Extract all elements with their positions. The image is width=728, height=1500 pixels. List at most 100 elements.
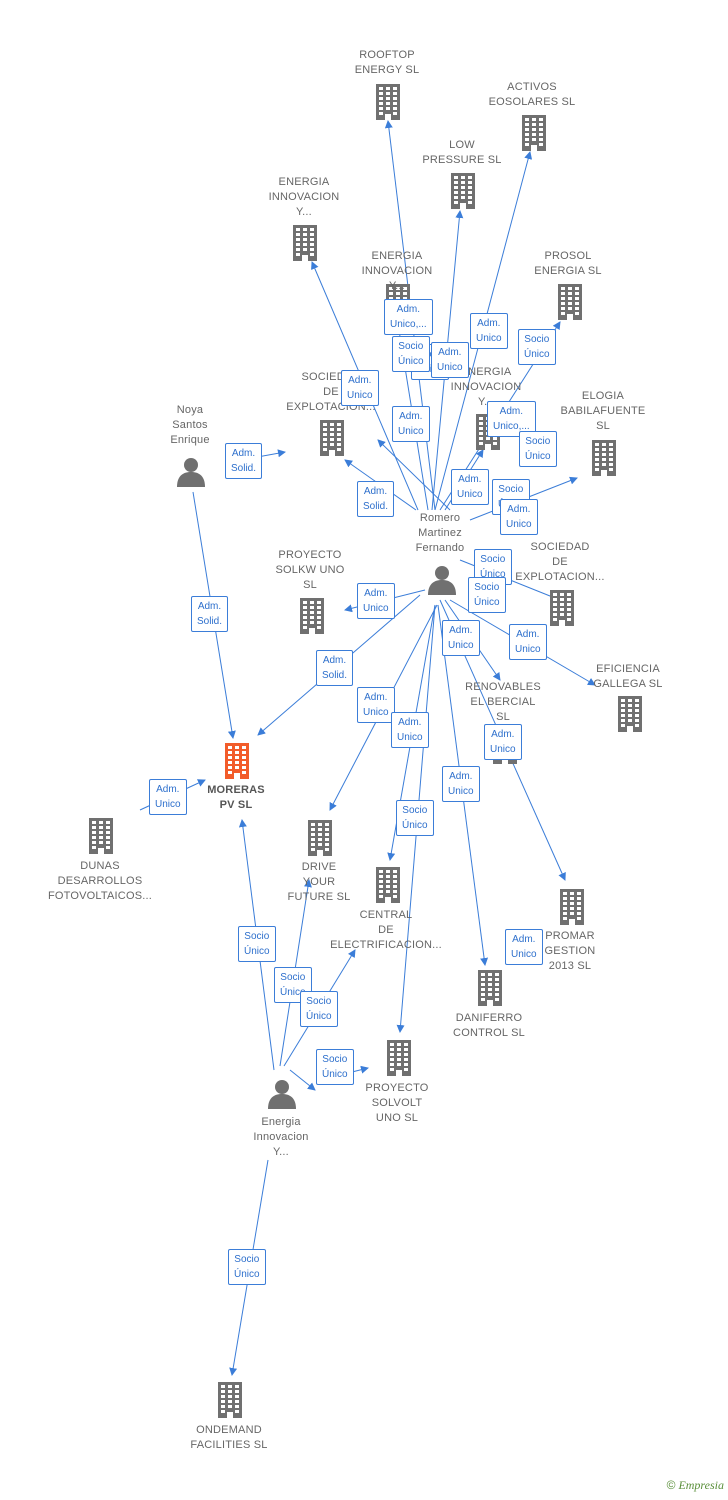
role-badge[interactable]: Adm.Unico	[391, 712, 429, 748]
person-icon[interactable]	[267, 1079, 297, 1109]
role-badge[interactable]: Adm.Solid.	[225, 443, 263, 479]
building-icon[interactable]	[589, 440, 619, 476]
role-badge[interactable]: Adm.Unico	[392, 406, 430, 442]
building-icon[interactable]	[384, 1040, 414, 1076]
role-badge[interactable]: Adm.Unico	[500, 499, 538, 535]
building-icon[interactable]	[305, 820, 335, 856]
role-badge-line: Unico	[506, 519, 532, 530]
role-badge-line: Único	[417, 364, 443, 375]
role-badge[interactable]: Adm.Unico	[442, 766, 480, 802]
role-badge-line: Socio	[474, 582, 500, 593]
role-badge[interactable]: Adm.Unico	[505, 929, 543, 965]
building-icon[interactable]	[615, 696, 645, 732]
company-label-line: ENERGIA	[460, 366, 512, 378]
role-badge[interactable]: Adm.Unico	[442, 620, 480, 656]
role-badge-line: Adm.	[197, 601, 222, 612]
building-icon[interactable]	[297, 598, 327, 634]
role-badge-line: Adm.	[364, 588, 388, 599]
role-badge[interactable]: Adm.Unico	[341, 370, 379, 406]
person-icon[interactable]	[176, 457, 206, 487]
role-badge[interactable]: Adm.Solid.	[191, 596, 229, 632]
building-icon[interactable]	[290, 225, 320, 261]
building-icon[interactable]	[86, 818, 116, 854]
role-badge-line: Socio	[524, 334, 550, 345]
person-icon[interactable]	[427, 565, 457, 595]
building-icon[interactable]	[373, 84, 403, 120]
role-badge[interactable]: Adm.Unico	[470, 313, 508, 349]
role-badge[interactable]: Adm.Solid.	[316, 650, 354, 686]
role-badge[interactable]: Adm.Solid.	[357, 481, 395, 517]
role-badge-line: Unico	[398, 426, 424, 437]
building-icon[interactable]	[475, 970, 505, 1006]
building-icon[interactable]	[215, 1382, 245, 1418]
role-badge[interactable]: Adm.Unico,...	[384, 299, 433, 335]
role-badge[interactable]: Adm.Unico	[357, 687, 395, 723]
role-badge-line: Único	[524, 349, 550, 360]
role-badge[interactable]: Adm.Unico	[149, 779, 187, 815]
role-badge[interactable]: Adm. Unico	[357, 583, 395, 619]
role-badge-line: Único	[306, 1011, 332, 1022]
company-label-line: ACTIVOS	[507, 81, 557, 93]
building-icon[interactable]	[547, 590, 577, 626]
role-badge-line: Unico	[448, 786, 474, 797]
person-label-line: Noya	[176, 404, 204, 416]
person-label-line: Martinez	[418, 527, 462, 539]
building-icon[interactable]	[222, 743, 252, 779]
company-label-line: CENTRAL	[359, 909, 413, 921]
company-label-line: UNO SL	[375, 1112, 419, 1124]
footer-brand[interactable]: ©Empresia	[667, 1478, 724, 1493]
role-badge[interactable]: Adm.Unico	[509, 624, 547, 660]
building-icon[interactable]	[555, 284, 585, 320]
role-badge-line: Unico	[448, 640, 474, 651]
role-badge-line: Adm.	[398, 717, 422, 728]
company-label-line: PV SL	[219, 799, 253, 811]
role-badge-line: Adm.	[438, 347, 462, 358]
role-badge[interactable]: Adm.Unico	[431, 342, 469, 378]
company-label-activos[interactable]: ACTIVOS EOSOLARES SL	[462, 80, 602, 110]
company-label-line: EOSOLARES SL	[488, 96, 576, 108]
building-icon[interactable]	[519, 115, 549, 151]
building-icon[interactable]	[317, 420, 347, 456]
building-icon[interactable]	[373, 867, 403, 903]
building-icon[interactable]	[448, 173, 478, 209]
building-icon[interactable]	[557, 889, 587, 925]
person-label-line: Santos	[172, 419, 208, 431]
role-badge[interactable]: Adm.Unico	[484, 724, 522, 760]
role-badge[interactable]: Adm.Unico	[451, 469, 489, 505]
role-badge-line: Único	[398, 356, 424, 367]
role-badge-line: Unico	[363, 603, 389, 614]
